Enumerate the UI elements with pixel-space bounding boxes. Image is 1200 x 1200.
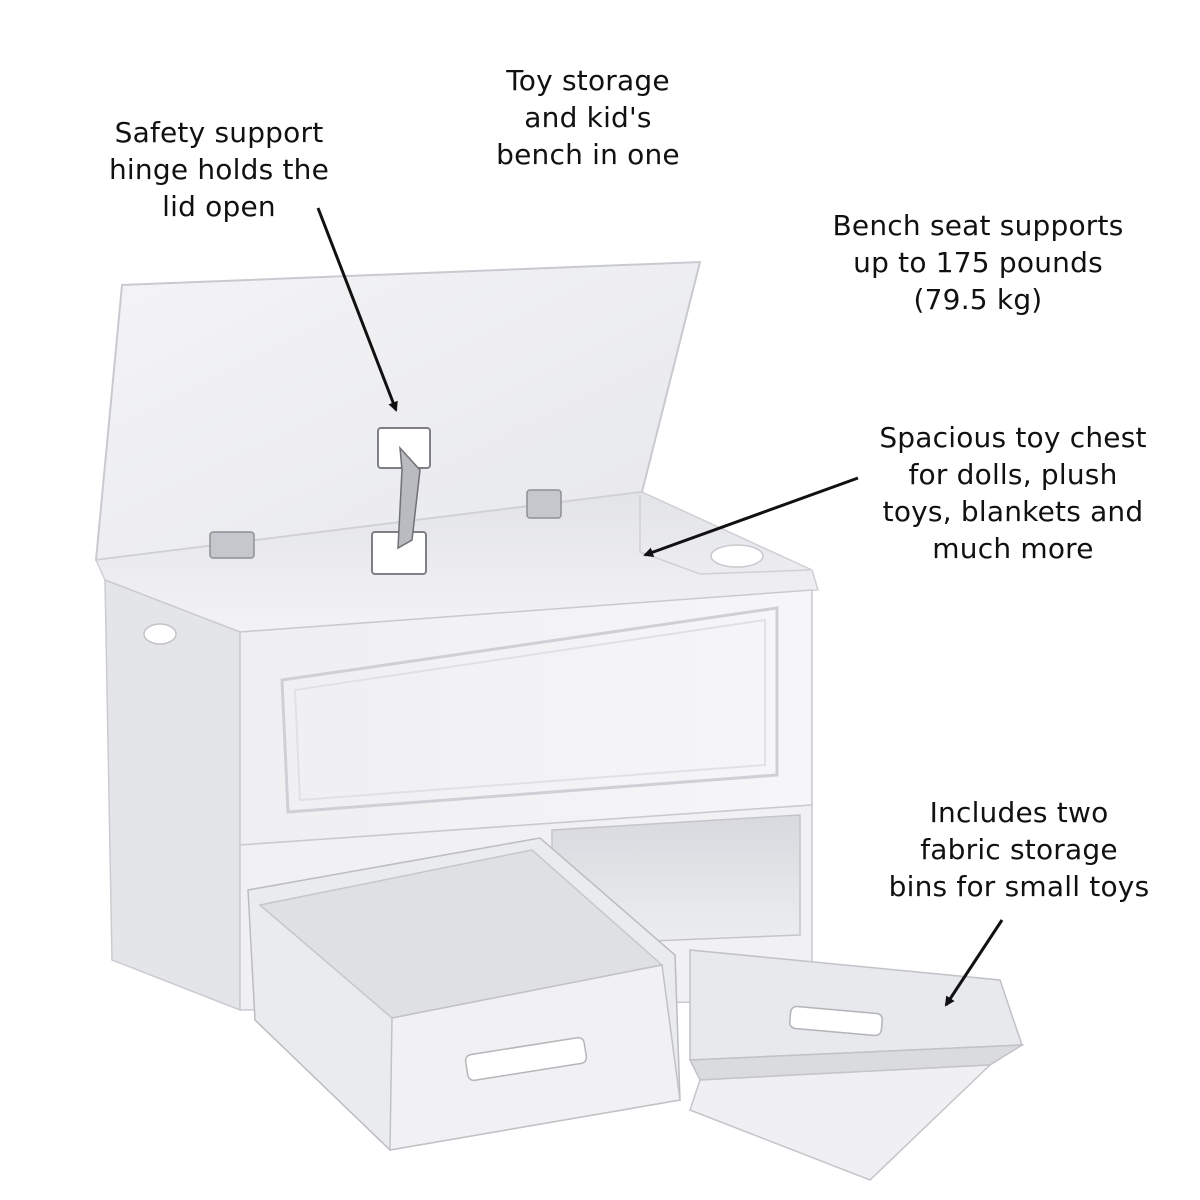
callout-safety-hinge: Safety support hinge holds the lid open [108, 116, 330, 223]
left-hinge-icon [209, 531, 255, 559]
raised-panel [280, 606, 779, 814]
callout-toy-chest: Spacious toy chest for dolls, plush toys… [879, 421, 1147, 565]
side-handle-cutout [143, 623, 177, 645]
chest-interior [94, 491, 819, 633]
callout-toy-storage: Toy storage and kid's bench in one [496, 64, 680, 171]
fabric-bin-folded [688, 949, 1025, 1181]
arrow-to-hinge [316, 207, 398, 412]
chest-front-panel [239, 589, 813, 846]
inner-handle-cutout [710, 544, 764, 568]
callout-bench-seat: Bench seat supports up to 175 pounds (79… [832, 209, 1124, 316]
folded-bin-handle [788, 1005, 884, 1037]
chest-left-side [104, 578, 241, 1012]
safety-support-hinge [371, 427, 431, 575]
fabric-bin-open [247, 837, 681, 1151]
right-hinge-icon [526, 489, 562, 519]
callout-fabric-bins: Includes two fabric storage bins for sma… [888, 796, 1150, 903]
lid-hinges [209, 489, 562, 559]
bin-pull-handle [464, 1036, 588, 1082]
arrow-to-chest [643, 476, 859, 557]
arrow-to-bins [944, 919, 1004, 1007]
